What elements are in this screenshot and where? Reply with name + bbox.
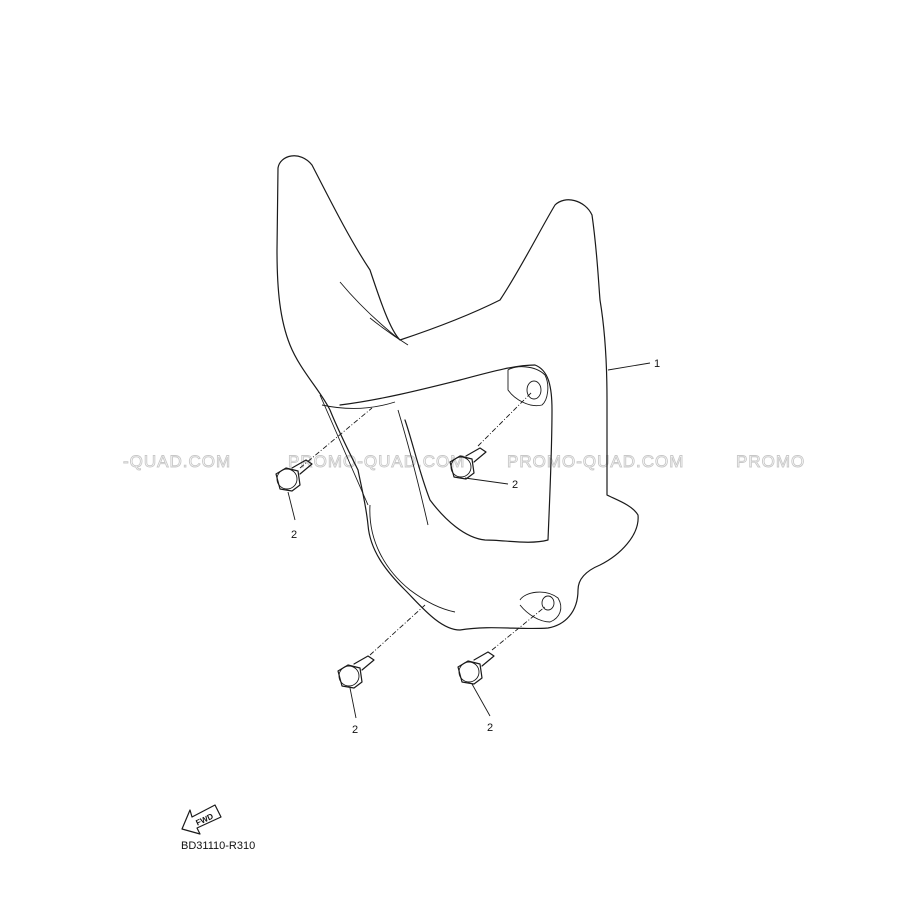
- fwd-arrow-icon: FWD: [181, 804, 222, 835]
- leader-part-1: [607, 362, 651, 371]
- bolt-lower-right: [457, 605, 547, 717]
- callout-bolt-upper-left: 2: [291, 529, 297, 541]
- callout-bolt-upper-center: 2: [512, 479, 518, 491]
- watermark-text-2: PROMO-QUAD.COM: [288, 452, 465, 471]
- callout-part-1: 1: [654, 358, 660, 370]
- bolt-lower-left: [337, 604, 426, 719]
- watermark-text-4: PROMO: [736, 452, 805, 471]
- callout-bolt-lower-right: 2: [487, 722, 493, 734]
- bolt-upper-center: [449, 391, 533, 485]
- bolt-upper-left: [275, 407, 373, 521]
- watermark-text-1: -QUAD.COM: [123, 452, 231, 471]
- watermark-text-3: PROMO-QUAD.COM: [507, 452, 684, 471]
- part-guard: [276, 155, 639, 631]
- diagram-code: BD31110-R310: [181, 840, 256, 852]
- watermark: -QUAD.COM PROMO-QUAD.COM PROMO-QUAD.COM …: [123, 452, 805, 472]
- callout-bolt-lower-left: 2: [352, 724, 358, 736]
